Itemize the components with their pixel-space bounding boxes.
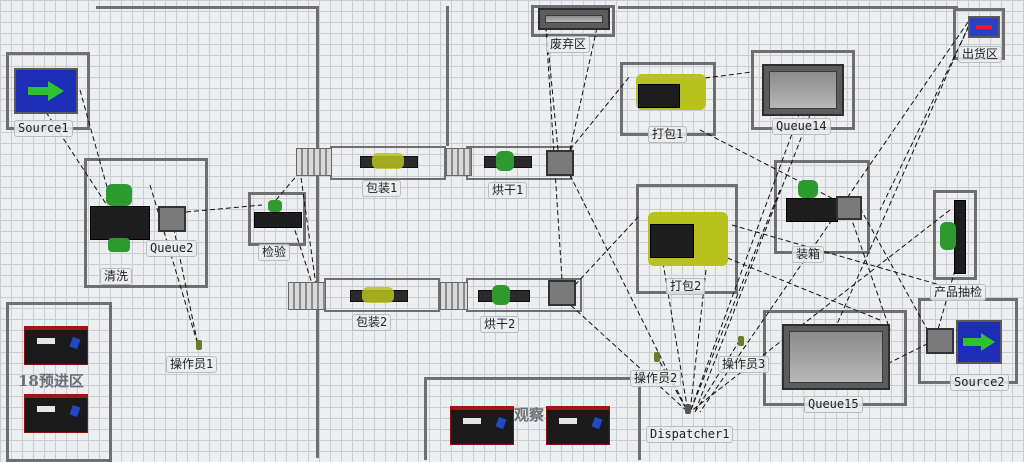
source2-queue[interactable]: [926, 328, 954, 354]
queue14-block[interactable]: [762, 64, 844, 116]
zone-guancha-title: 观察: [514, 406, 545, 424]
yujin-cabinet-1[interactable]: [24, 326, 88, 365]
baozhuang2-label: 包装2: [352, 314, 392, 331]
wall-obs-left: [424, 377, 427, 460]
zhuangxiang-label: 装箱: [792, 246, 825, 263]
dispatcher-label: Dispatcher1: [646, 426, 734, 443]
source2-label: Source2: [950, 374, 1009, 391]
qingxi-label: 清洗: [100, 268, 133, 285]
yujin-cabinet-2[interactable]: [24, 394, 88, 433]
wall-obs-top: [424, 377, 640, 380]
operator2-icon[interactable]: [654, 352, 660, 362]
chuhuo-label: 出货区: [958, 46, 1003, 63]
queue-line2[interactable]: [548, 280, 576, 306]
dabao2-label: 打包2: [666, 278, 706, 295]
zhuangxiang-head: [798, 180, 818, 198]
wall-left-1: [316, 6, 319, 458]
conveyor-line1-b[interactable]: [446, 148, 472, 176]
arrow-right-icon: [963, 333, 995, 351]
arrow-right-icon: [976, 25, 992, 29]
dabao2-belt: [650, 224, 694, 258]
queue15-block[interactable]: [782, 324, 890, 390]
operator3-icon[interactable]: [738, 336, 744, 346]
chuhuo-block[interactable]: [968, 16, 1000, 38]
feiqi-label: 废弃区: [546, 36, 591, 53]
conveyor-line1-a[interactable]: [296, 148, 332, 176]
operator2-label: 操作员2: [630, 370, 682, 387]
jianyan-head: [268, 200, 282, 212]
qingxi-machine[interactable]: [90, 206, 150, 240]
zone-feiqi: [531, 5, 615, 37]
qingxi-head: [106, 184, 132, 206]
honggan1-label: 烘干1: [488, 182, 528, 199]
conveyor-line2-b[interactable]: [440, 282, 468, 310]
chanpin-head: [940, 222, 956, 250]
guancha-cabinet-1[interactable]: [450, 406, 514, 445]
qingxi-foot: [108, 238, 130, 252]
wall-top: [96, 6, 316, 9]
dabao1-belt: [638, 84, 680, 108]
queue2-label: Queue2: [146, 240, 198, 257]
source1-label: Source1: [14, 120, 73, 137]
baozhuang1-roller: [372, 153, 404, 169]
zone-qingxi: [84, 158, 208, 288]
zhuangxiang-queue[interactable]: [836, 196, 862, 220]
honggan1-head: [496, 151, 514, 171]
queue2-block[interactable]: [158, 206, 186, 232]
honggan2-head: [492, 285, 510, 305]
chanpin-label: 产品抽检: [930, 284, 987, 301]
operator1-icon[interactable]: [196, 340, 202, 350]
zone-yujin-title: 18预进区: [18, 372, 84, 390]
honggan2-label: 烘干2: [480, 316, 520, 333]
arrow-right-icon: [28, 81, 64, 101]
wall-top-right: [618, 6, 958, 9]
conveyor-line2-a[interactable]: [288, 282, 326, 310]
wall-mid-top: [446, 6, 449, 146]
zhuangxiang-machine[interactable]: [786, 198, 838, 222]
baozhuang1-label: 包装1: [362, 180, 402, 197]
queue15-label: Queue15: [804, 396, 863, 413]
queue14-label: Queue14: [772, 118, 831, 135]
dabao1-label: 打包1: [648, 126, 688, 143]
operator1-label: 操作员1: [166, 356, 218, 373]
dispatcher-icon[interactable]: [685, 404, 691, 414]
zone-chanpin: [933, 190, 977, 280]
jianyan-machine[interactable]: [254, 212, 302, 228]
jianyan-label: 检验: [258, 244, 291, 261]
operator3-label: 操作员3: [718, 356, 770, 373]
baozhuang2-roller: [362, 287, 394, 303]
source2-block[interactable]: [956, 320, 1002, 364]
wall-obs-right: [638, 377, 641, 460]
guancha-cabinet-2[interactable]: [546, 406, 610, 445]
feiqi-bin[interactable]: [538, 8, 610, 30]
source1-block[interactable]: [14, 68, 78, 114]
queue-line1[interactable]: [546, 150, 574, 176]
